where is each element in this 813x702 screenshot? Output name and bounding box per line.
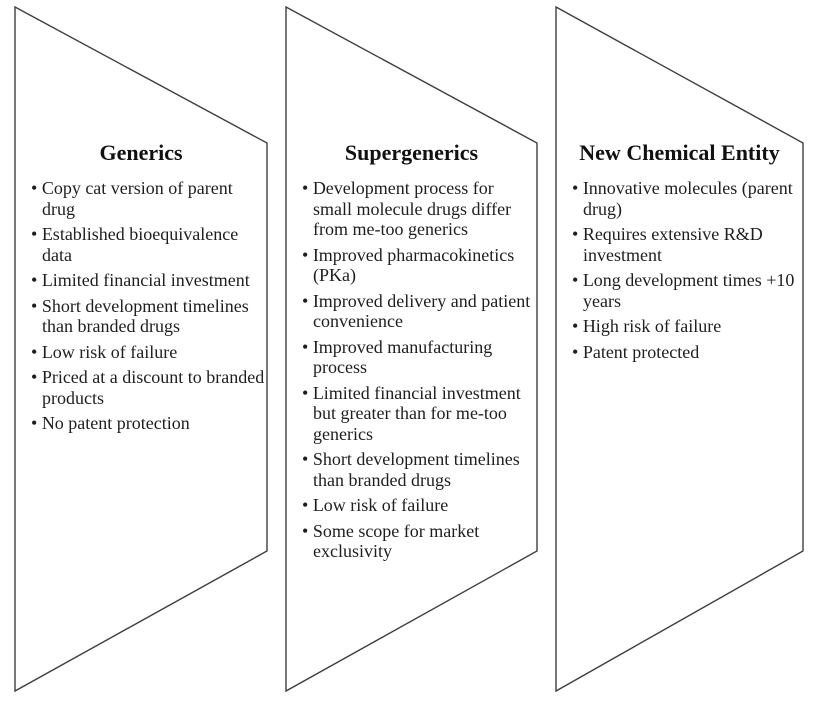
generics-panel-shape	[14, 5, 268, 693]
panel-new-chemical-entity: New Chemical Entity Innovative molecules…	[556, 140, 803, 367]
bullet-item: Improved delivery and patient convenienc…	[302, 291, 537, 332]
bullet-item: Innovative molecules (parent drug)	[572, 178, 803, 219]
bullet-item: Short development timelines than branded…	[31, 296, 267, 337]
bullet-item: Improved pharmacokinetics (PKa)	[302, 245, 537, 286]
bullet-item: Long development times +10 years	[572, 270, 803, 311]
panel-new-chemical-entity-bullet-list: Innovative molecules (parent drug) Requi…	[556, 178, 803, 362]
panel-supergenerics-title: Supergenerics	[344, 140, 479, 165]
bullet-item: High risk of failure	[572, 316, 803, 337]
panel-generics-title: Generics	[99, 140, 183, 165]
bullet-item: Some scope for market exclusivity	[302, 521, 537, 562]
bullet-item: Low risk of failure	[31, 342, 267, 363]
panel-new-chemical-entity-title: New Chemical Entity	[579, 140, 780, 165]
bullet-item: Copy cat version of parent drug	[31, 178, 267, 219]
bullet-item: Development process for small molecule d…	[302, 178, 537, 240]
bullet-item: Limited financial investment but greater…	[302, 383, 537, 445]
panel-supergenerics: Supergenerics Development process for sm…	[286, 140, 537, 567]
panel-generics-bullet-list: Copy cat version of parent drug Establis…	[15, 178, 267, 434]
bullet-item: Short development timelines than branded…	[302, 449, 537, 490]
bullet-item: Priced at a discount to branded products	[31, 367, 267, 408]
bullet-item: Requires extensive R&D investment	[572, 224, 803, 265]
panel-generics: Generics Copy cat version of parent drug…	[15, 140, 267, 439]
new-chemical-entity-panel-shape	[555, 5, 804, 693]
bullet-item: No patent protection	[31, 413, 267, 434]
bullet-item: Patent protected	[572, 342, 803, 363]
bullet-item: Limited financial investment	[31, 270, 267, 291]
panel-supergenerics-bullet-list: Development process for small molecule d…	[286, 178, 537, 562]
supergenerics-panel-shape	[285, 5, 538, 693]
bullet-item: Improved manufacturing process	[302, 337, 537, 378]
bullet-item: Low risk of failure	[302, 495, 537, 516]
bullet-item: Established bioequivalence data	[31, 224, 267, 265]
